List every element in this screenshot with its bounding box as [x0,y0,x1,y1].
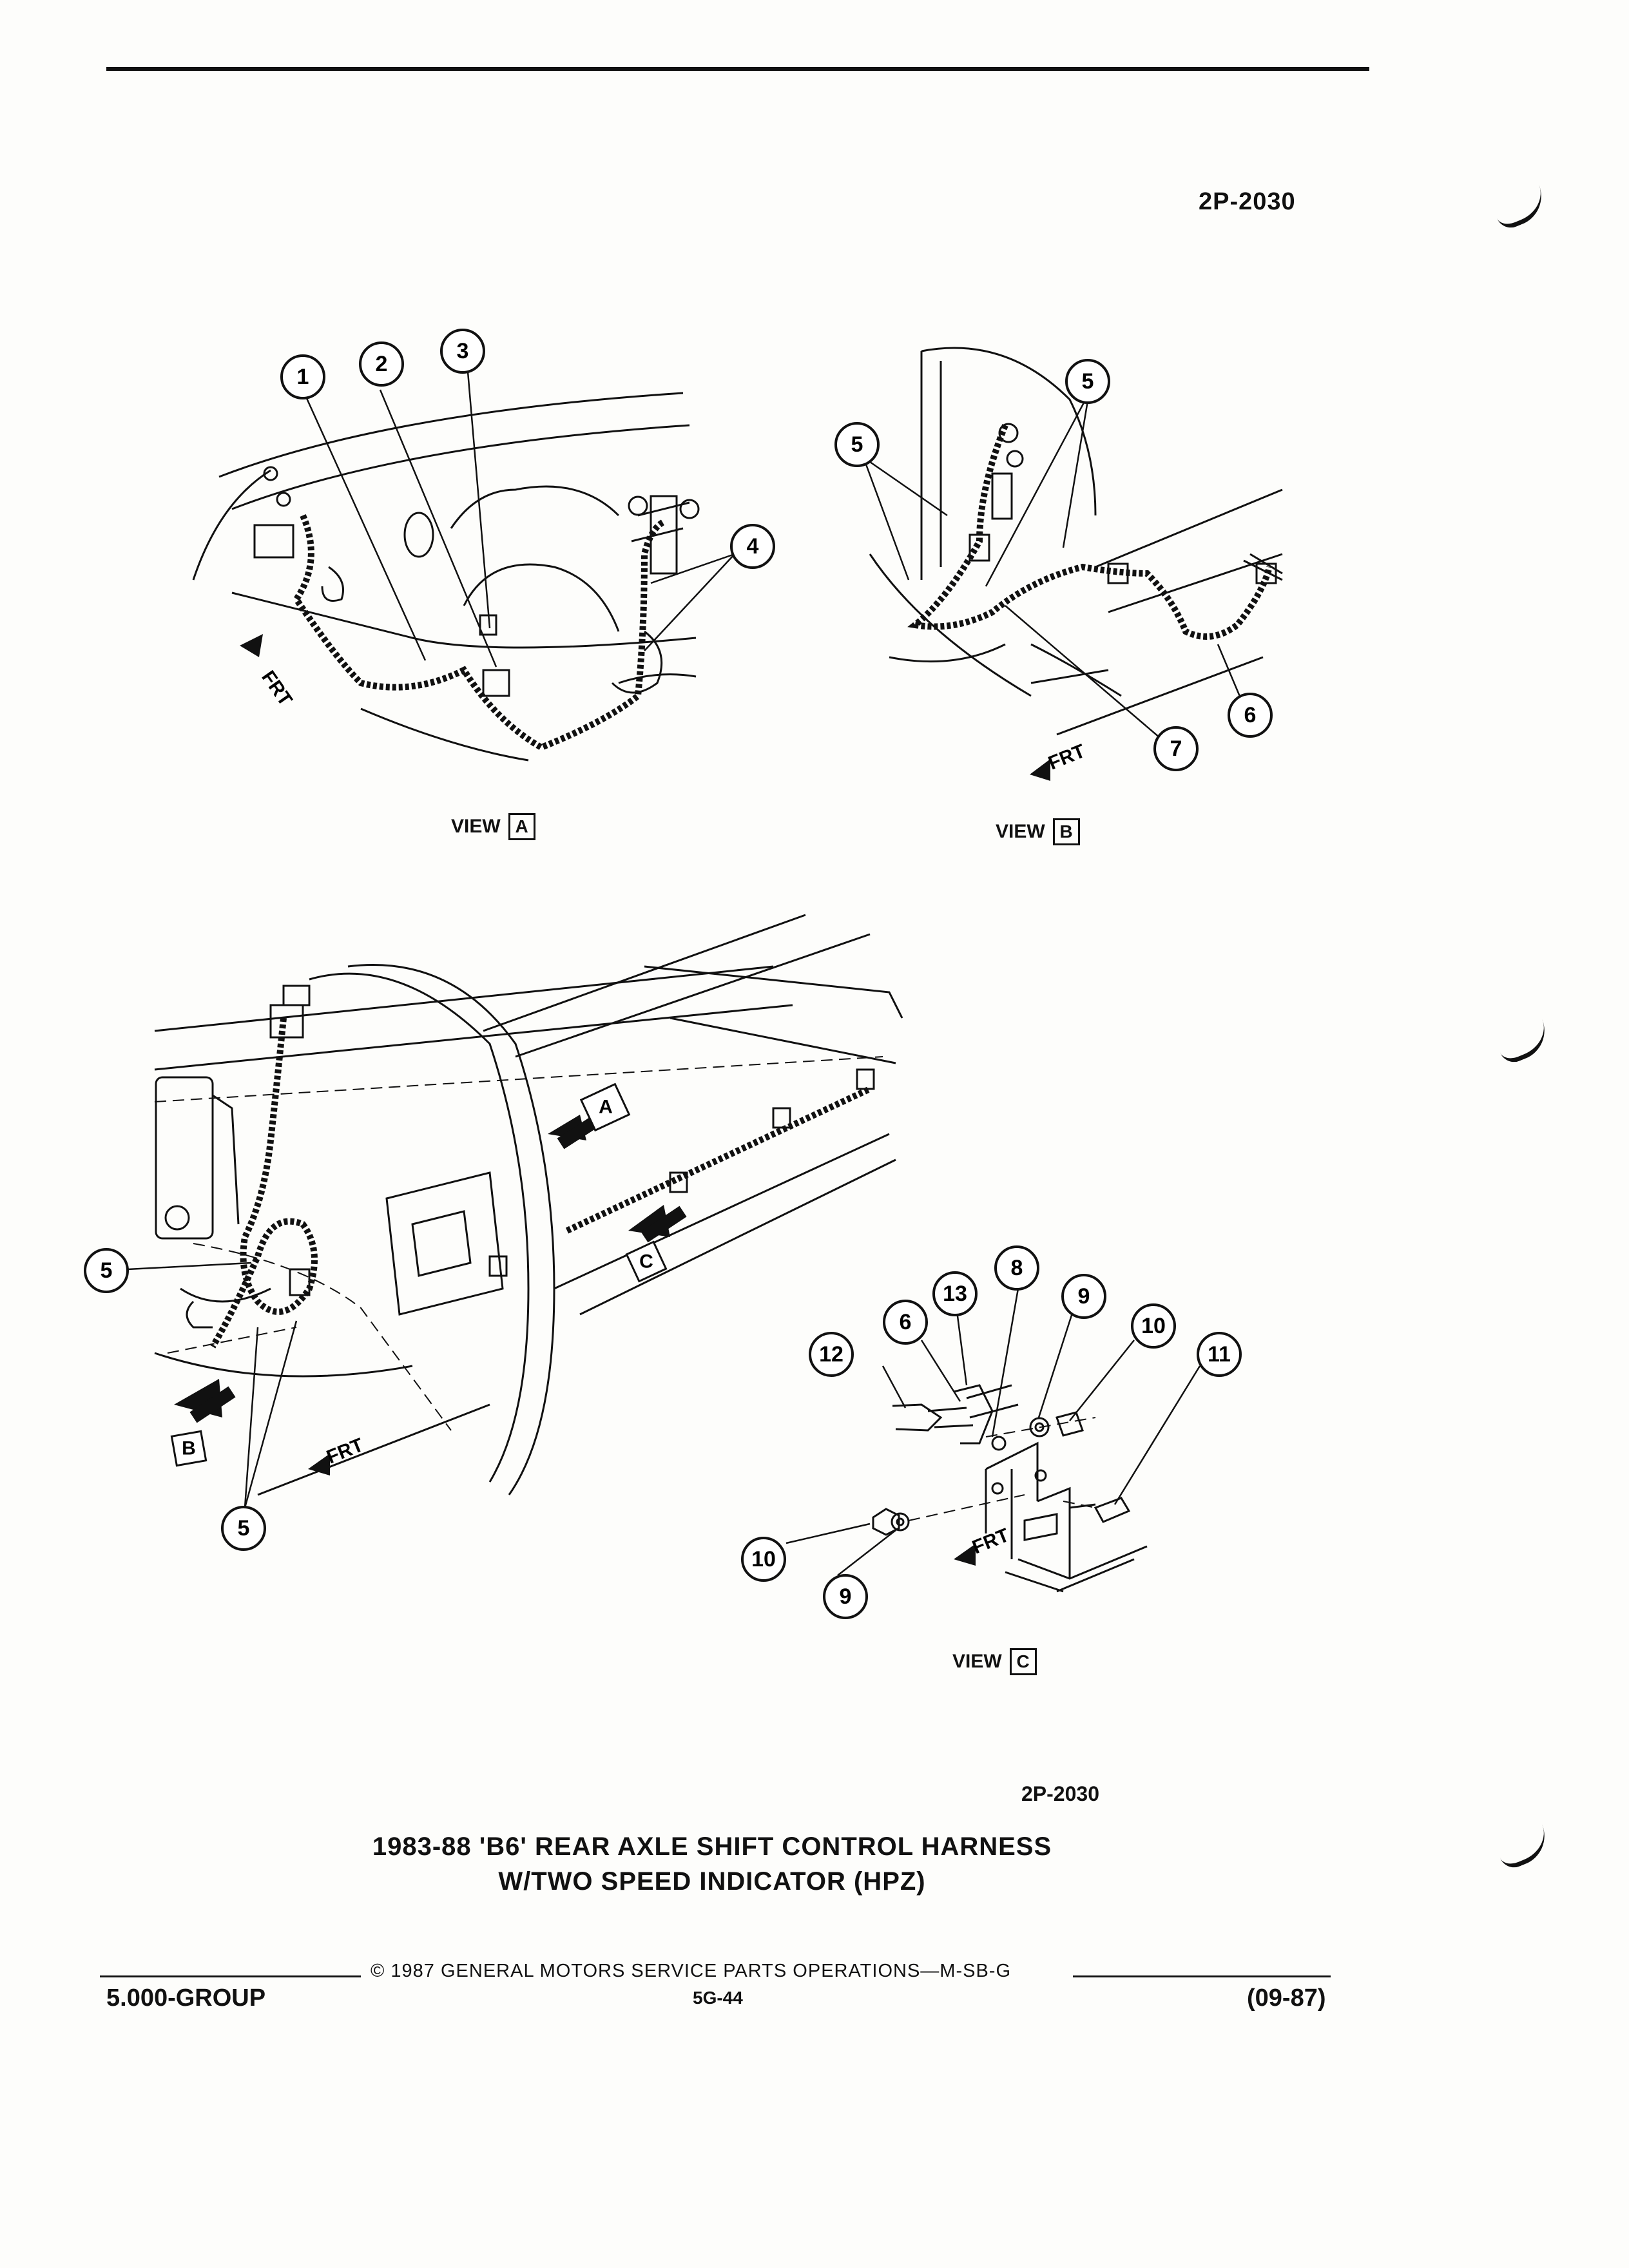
group-number: 5.000-GROUP [106,1984,266,2012]
view-b-pointer: B [170,1379,236,1467]
svg-text:3: 3 [457,339,469,363]
view-a-label: VIEW A [451,813,535,840]
view-c-illustration: FRT 12 6 13 8 9 10 11 10 9 [741,1245,1242,1619]
svg-text:5: 5 [851,432,863,457]
svg-text:9: 9 [1078,1284,1090,1309]
callout-10-c-top: 10 [1131,1303,1176,1349]
svg-text:5: 5 [238,1516,250,1541]
view-c-label: VIEW C [952,1648,1037,1675]
view-a-illustration: FRT 1 2 3 4 [192,329,775,762]
view-c-pointer: C [625,1205,687,1283]
view-a-letter: A [508,813,535,840]
main-view-illustration: A C B FRT 5 5 [84,914,903,1551]
callout-12: 12 [809,1332,854,1377]
revision-date: (09-87) [1247,1984,1326,2012]
frt-arrow-view-b: FRT [1030,740,1088,781]
svg-text:7: 7 [1170,736,1182,761]
view-b-label: VIEW B [996,818,1080,845]
footer-rule-right [1073,1975,1331,1977]
callout-10-c-bottom: 10 [741,1537,786,1582]
view-b-label-text: VIEW [996,821,1045,842]
view-b-letter: B [1052,818,1080,845]
svg-text:13: 13 [943,1282,967,1306]
svg-text:9: 9 [840,1584,852,1609]
callout-11: 11 [1197,1332,1242,1377]
page-number: 5G-44 [693,1988,743,2008]
view-c-label-text: VIEW [952,1651,1002,1672]
view-a-label-text: VIEW [451,816,501,837]
svg-text:B: B [182,1438,196,1459]
svg-text:FRT: FRT [323,1434,366,1468]
svg-text:10: 10 [1141,1314,1166,1338]
svg-text:2: 2 [376,352,388,376]
callout-1: 1 [280,354,325,399]
view-c-letter: C [1009,1648,1037,1675]
callout-9-c-top: 9 [1061,1274,1106,1319]
svg-text:8: 8 [1011,1256,1023,1280]
frt-arrow-view-c: FRT [954,1524,1012,1566]
svg-text:6: 6 [1244,703,1257,727]
svg-text:5: 5 [101,1258,113,1283]
svg-text:4: 4 [747,534,759,559]
view-a-pointer: A [548,1082,631,1149]
top-rule [106,67,1369,71]
svg-text:1: 1 [297,365,309,389]
callout-7-b: 7 [1153,726,1199,771]
view-b-illustration: FRT 5 5 6 7 [834,347,1283,781]
svg-text:FRT: FRT [969,1524,1012,1558]
copyright-notice: © 1987 GENERAL MOTORS SERVICE PARTS OPER… [371,1961,1011,1981]
callout-4: 4 [730,524,775,569]
callout-5-main-left: 5 [84,1248,129,1293]
callout-9-c-bottom: 9 [823,1574,868,1619]
svg-text:12: 12 [819,1342,843,1367]
callout-5-main-bottom: 5 [221,1506,266,1551]
figure-number-bottom: 2P-2030 [1021,1782,1099,1805]
svg-text:A: A [599,1097,613,1118]
callout-6-c: 6 [883,1300,928,1345]
frt-arrow-view-a: FRT [240,634,296,710]
caption-title-line1: 1983-88 'B6' REAR AXLE SHIFT CONTROL HAR… [372,1832,1052,1861]
svg-text:FRT: FRT [257,667,296,710]
callout-5-b-left: 5 [834,422,880,467]
svg-text:11: 11 [1208,1342,1231,1367]
callout-13: 13 [932,1271,978,1316]
figure-number-top: 2P-2030 [1199,188,1296,215]
svg-text:FRT: FRT [1045,740,1088,774]
caption-title-line2: W/TWO SPEED INDICATOR (HPZ) [498,1867,926,1896]
callout-6-b: 6 [1228,693,1273,738]
svg-text:6: 6 [900,1310,912,1334]
callout-5-b-right: 5 [1065,359,1110,404]
frt-arrow-main: FRT [308,1434,367,1475]
svg-text:10: 10 [751,1547,776,1571]
svg-text:C: C [639,1251,653,1273]
callout-3: 3 [440,329,485,374]
callout-8: 8 [994,1245,1039,1291]
svg-text:5: 5 [1082,369,1094,394]
footer-rule-left [100,1975,361,1977]
callout-2: 2 [359,341,404,387]
